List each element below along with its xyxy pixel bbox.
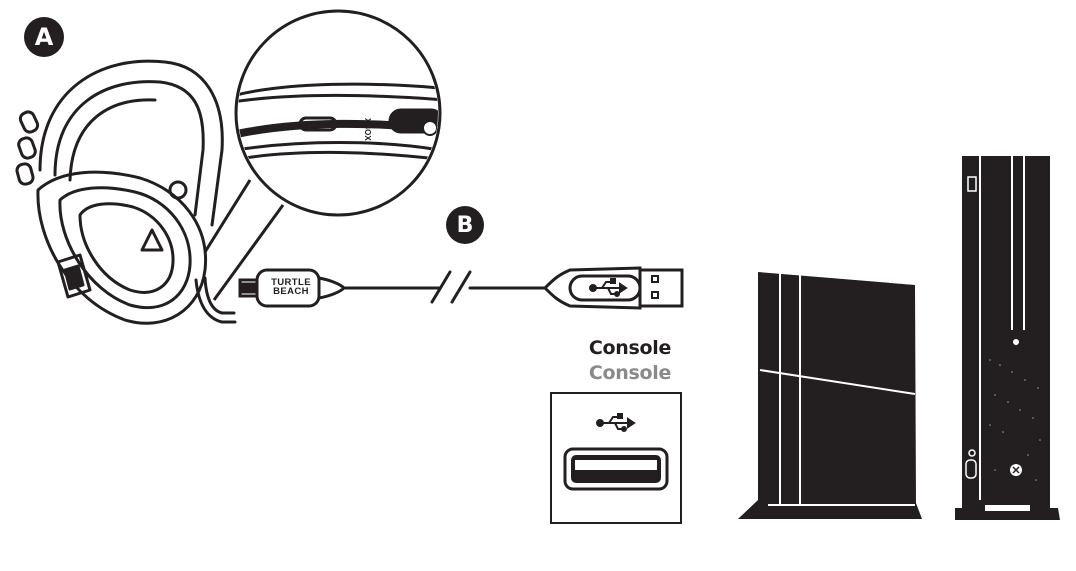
usb-symbol-icon — [589, 278, 628, 297]
playstation-console — [738, 272, 922, 519]
brand-line-2: BEACH — [273, 286, 309, 297]
xbox-console — [955, 156, 1060, 520]
brand-line-1: TURTLE — [271, 277, 311, 288]
switch-label: XBOX — [363, 118, 372, 141]
marker-a: A — [24, 17, 64, 57]
usb-port-icon — [563, 447, 669, 491]
console-label-primary: Console — [588, 337, 672, 359]
console-label-secondary: Console — [588, 362, 672, 384]
port-zoom-callout — [203, 9, 442, 301]
headset-illustration — [15, 59, 237, 325]
usb-port-symbol-icon — [596, 413, 636, 432]
usb-port-box — [550, 392, 682, 524]
marker-b: B — [446, 206, 484, 244]
